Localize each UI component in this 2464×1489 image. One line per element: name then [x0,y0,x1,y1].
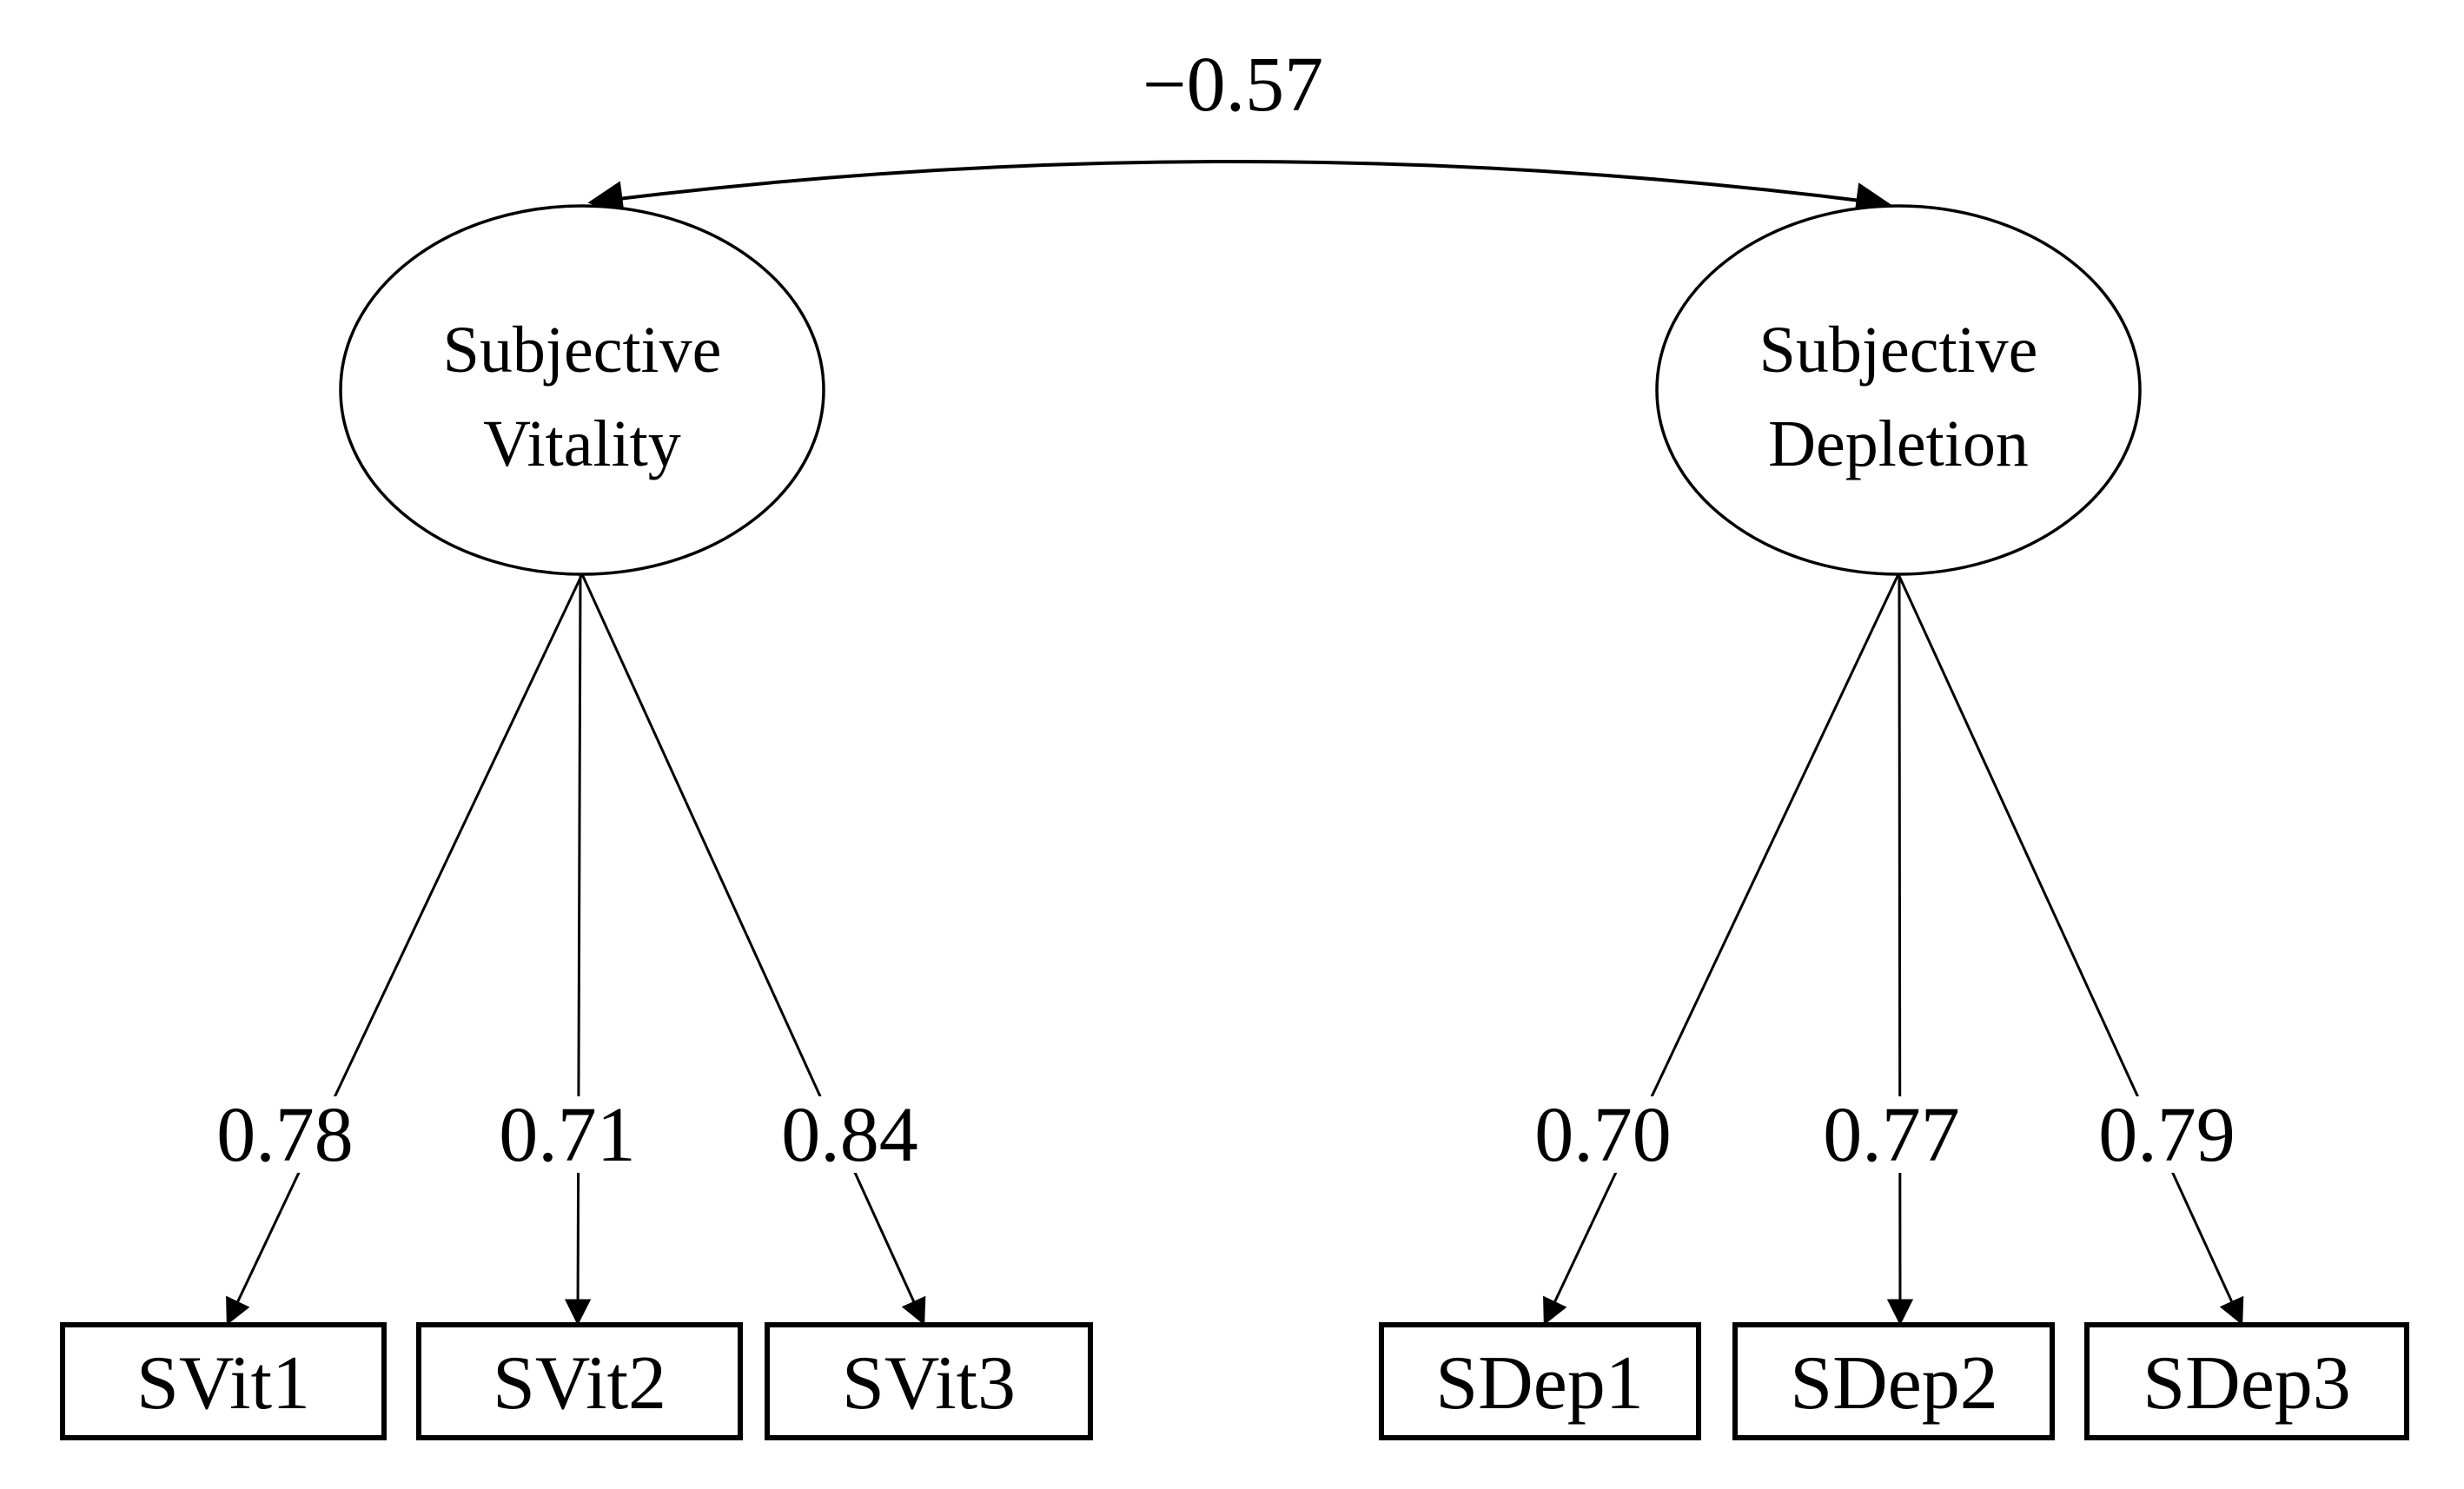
loading-arrow-sdep1 [1543,573,1900,1326]
latent-factor-ellipse-subjective-vitality [339,204,825,576]
loading-label-bg [780,1096,919,1173]
loading-value-sdep1: 0.70 [1534,1092,1672,1178]
loading-arrow-sdep2 [1886,573,1914,1326]
loading-value-svit2: 0.71 [499,1092,636,1178]
correlation-double-arrow [587,160,1891,218]
loading-arrow-svit2 [564,573,592,1326]
indicator-label-sdep2: SDep2 [1790,1341,1998,1426]
loading-label-bg [1533,1096,1672,1173]
loading-label-bg [1822,1096,1961,1173]
loading-value-svit3: 0.84 [781,1092,918,1178]
indicator-box-svit3 [765,1322,1093,1440]
factor-label-depletion-line1: Subjective [1759,314,2038,387]
factor-label-vitality-line2: Vitality [483,407,681,480]
indicator-box-sdep2 [1732,1322,2055,1440]
indicator-box-sdep1 [1379,1322,1701,1440]
latent-factor-ellipse-subjective-depletion [1655,204,2142,576]
indicator-label-sdep1: SDep1 [1435,1341,1644,1426]
indicator-box-svit1 [60,1322,387,1440]
factor-label-depletion-line2: Depletion [1768,407,2029,480]
indicator-label-sdep3: SDep3 [2143,1341,2351,1426]
loading-label-bg [2097,1096,2236,1173]
loading-label-bg [498,1096,637,1173]
indicator-box-svit2 [416,1322,743,1440]
loading-value-svit1: 0.78 [216,1092,354,1178]
loading-arrow-svit3 [580,573,926,1326]
loading-label-bg [215,1096,354,1173]
loading-arrow-sdep3 [1897,573,2244,1326]
indicator-label-svit1: SVit1 [136,1341,310,1426]
loading-value-sdep2: 0.77 [1823,1092,1960,1178]
indicator-label-svit2: SVit2 [493,1341,666,1426]
loading-arrow-svit1 [226,573,584,1326]
indicator-box-sdep3 [2084,1322,2409,1440]
correlation-coefficient-label: −0.57 [1143,42,1323,128]
indicator-label-svit3: SVit3 [842,1341,1016,1426]
factor-label-vitality-line1: Subjective [443,314,722,387]
loading-value-sdep3: 0.79 [2098,1092,2235,1178]
